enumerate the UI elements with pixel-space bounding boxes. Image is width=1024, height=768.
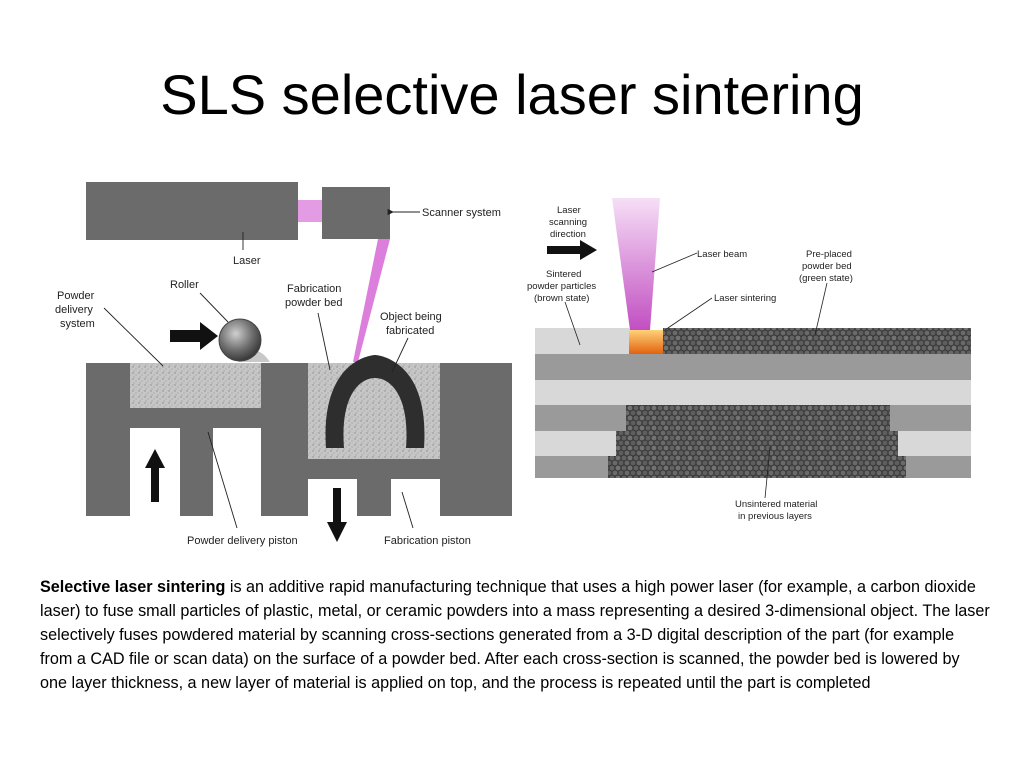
- label-scanner-system: Scanner system: [422, 207, 501, 219]
- sls-diagram: Scanner system Laser Roller Powder deliv…: [55, 182, 971, 547]
- unsintered-material: [608, 405, 906, 478]
- slide-title: SLS selective laser sintering: [160, 63, 864, 126]
- delivery-piston-rod: [180, 428, 213, 516]
- description-lead-term: Selective laser sintering: [40, 578, 226, 596]
- preplaced-powder-layer: [663, 328, 971, 354]
- roller: [218, 318, 262, 362]
- label-fabrication-bed-2: powder bed: [285, 297, 343, 309]
- label-powder-delivery-1: Powder: [57, 290, 95, 302]
- fabricated-object: [325, 355, 425, 448]
- label-roller: Roller: [170, 279, 199, 291]
- description-body: is an additive rapid manufacturing techn…: [40, 578, 990, 692]
- fabrication-right-wall: [440, 363, 512, 516]
- left-leader-lines: [103, 208, 420, 529]
- scanner-unit: [322, 187, 390, 239]
- scanning-direction-arrow: [547, 240, 597, 260]
- label-sintered-2: powder particles: [527, 281, 596, 292]
- label-object-1: Object being: [380, 311, 442, 323]
- label-laser: Laser: [233, 255, 261, 267]
- label-sintered-3: (brown state): [534, 293, 589, 304]
- label-laser-sintering: Laser sintering: [714, 293, 776, 304]
- description-paragraph: Selective laser sintering is an additive…: [40, 575, 990, 695]
- delivery-piston-plate: [130, 408, 261, 428]
- laser-unit: [86, 182, 298, 240]
- label-unsintered-2: in previous layers: [738, 511, 812, 522]
- label-delivery-piston: Powder delivery piston: [187, 535, 298, 547]
- layer-2: [535, 354, 971, 380]
- label-preplaced-1: Pre-placed: [806, 249, 852, 260]
- fabrication-piston-rod: [357, 479, 391, 516]
- down-arrow: [327, 488, 347, 542]
- delivery-powder: [130, 363, 261, 408]
- label-object-2: fabricated: [386, 325, 434, 337]
- right-layer-diagram: Laser scanning direction Laser beam Pre-…: [527, 198, 971, 522]
- label-fabrication-piston: Fabrication piston: [384, 535, 471, 547]
- laser-beam-cone: [612, 198, 660, 330]
- layer-3: [535, 380, 971, 405]
- label-powder-delivery-2: delivery: [55, 304, 93, 316]
- label-sintered-1: Sintered: [546, 269, 581, 280]
- label-unsintered-1: Unsintered material: [735, 499, 817, 510]
- laser-beam-down: [353, 239, 390, 362]
- label-scan-direction-2: scanning: [549, 217, 587, 228]
- left-sls-machine-diagram: Scanner system Laser Roller Powder deliv…: [55, 182, 512, 547]
- label-scan-direction-3: direction: [550, 229, 586, 240]
- fabrication-piston-plate: [308, 459, 440, 479]
- up-arrow: [145, 449, 165, 502]
- label-laser-beam: Laser beam: [697, 249, 747, 260]
- delivery-left-wall: [86, 363, 130, 516]
- melt-pool: [629, 330, 663, 354]
- label-powder-delivery-3: system: [60, 318, 95, 330]
- label-preplaced-3: (green state): [799, 273, 853, 284]
- center-wall: [261, 363, 308, 516]
- laser-beam-horizontal: [298, 200, 322, 222]
- roller-push-arrow: [170, 322, 218, 350]
- label-fabrication-bed-1: Fabrication: [287, 283, 341, 295]
- label-scan-direction-1: Laser: [557, 205, 581, 216]
- right-leader-lines: [564, 252, 828, 499]
- label-preplaced-2: powder bed: [802, 261, 852, 272]
- layer-top-left-sintered: [535, 328, 630, 354]
